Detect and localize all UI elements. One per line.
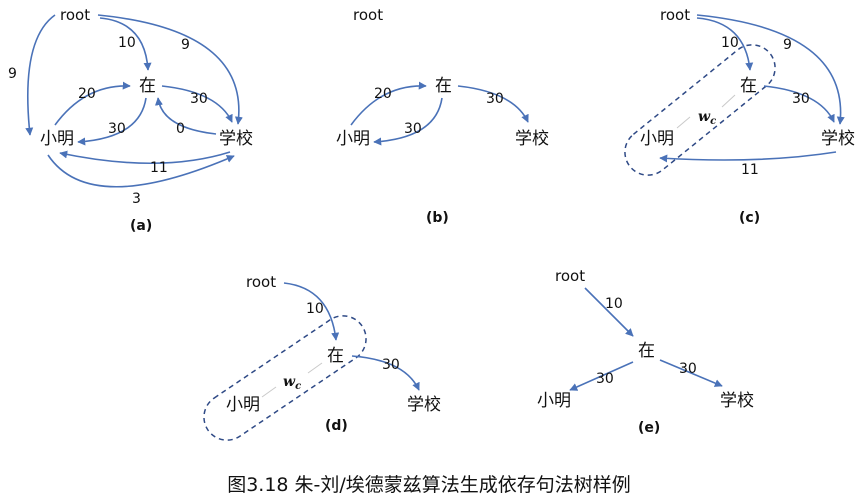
edge-root-zai (584, 287, 634, 337)
node-zai: 在 (638, 341, 655, 361)
node-xuexiao: 学校 (821, 129, 855, 149)
node-xiaoming: 小明 (640, 129, 674, 149)
panel-e: root 在 小明 学校 10 30 30 (e) (537, 267, 754, 436)
node-zai: 在 (139, 76, 156, 96)
panel-label-c: (c) (739, 210, 760, 226)
panel-label-b: (b) (426, 210, 449, 226)
panel-c: root 在 小明 学校 wc 10 9 30 11 (c) (624, 6, 855, 226)
edge-xiaoming-zai (54, 81, 131, 126)
weight-root-zai: 10 (118, 35, 136, 51)
weight-xuexiao-xiaoming: 11 (150, 160, 168, 176)
weight-xuexiao-wc: 11 (741, 162, 759, 178)
weight-root-xuexiao: 9 (783, 37, 792, 53)
edge-xiaoming-zai (350, 81, 427, 126)
weight-root-xuexiao: 9 (181, 37, 190, 53)
panel-b: root 在 小明 学校 20 30 30 (b) (336, 6, 549, 226)
node-xuexiao: 学校 (515, 129, 549, 149)
node-root: root (60, 6, 90, 24)
cycle-divider (261, 386, 277, 398)
weight-zai-xuexiao: 30 (382, 357, 400, 373)
node-xiaoming: 小明 (40, 129, 74, 149)
edge-root-xiaoming (25, 14, 56, 136)
figure-caption: 图3.18 朱-刘/埃德蒙兹算法生成依存句法树样例 (227, 474, 631, 496)
edge-zai-xuexiao (457, 85, 529, 123)
panel-label-a: (a) (130, 218, 152, 234)
weight-zai-xuexiao: 30 (792, 91, 810, 107)
edge-root-xuexiao (97, 14, 243, 125)
weight-zai-xuexiao: 30 (679, 361, 697, 377)
panel-label-d: (d) (325, 418, 348, 434)
node-xiaoming: 小明 (226, 395, 260, 415)
node-zai: 在 (740, 76, 757, 96)
weight-xiaoming-zai: 20 (374, 86, 392, 102)
node-zai: 在 (327, 346, 344, 366)
edge-zai-xuexiao (763, 85, 835, 123)
node-xuexiao: 学校 (720, 391, 754, 411)
node-root: root (660, 6, 690, 24)
contracted-node-wc (203, 315, 367, 441)
edge-xuexiao-zai (154, 97, 217, 135)
edge-xuexiao-wc (659, 151, 837, 163)
weight-zai-xiaoming: 30 (404, 121, 422, 137)
edge-root-zai (99, 17, 152, 71)
edge-zai-xuexiao (659, 359, 723, 387)
weight-zai-xuexiao: 30 (190, 91, 208, 107)
weight-root-zai: 10 (721, 35, 739, 51)
cycle-divider (307, 362, 323, 374)
edge-root-zai (696, 17, 754, 71)
node-zai: 在 (435, 76, 452, 96)
weight-root-zai: 10 (306, 301, 324, 317)
contracted-label: wc (283, 374, 301, 392)
edge-root-zai (283, 282, 340, 341)
weight-xuexiao-zai: 0 (176, 121, 185, 137)
panel-a: root 在 小明 学校 10 9 9 20 30 30 0 11 3 (a) (8, 6, 253, 234)
panel-d: root 在 小明 学校 wc 10 30 (d) (203, 273, 441, 441)
weight-xiaoming-zai: 20 (78, 86, 96, 102)
contracted-label: wc (698, 109, 716, 127)
node-root: root (353, 6, 383, 24)
edge-zai-xiaoming (77, 97, 147, 146)
node-xiaoming: 小明 (336, 129, 370, 149)
weight-root-xiaoming: 9 (8, 66, 17, 82)
panel-label-e: (e) (638, 420, 660, 436)
weight-zai-xiaoming: 30 (596, 371, 614, 387)
node-xuexiao: 学校 (407, 395, 441, 415)
node-root: root (246, 273, 276, 291)
edge-xuexiao-xiaoming (59, 150, 231, 165)
node-xuexiao: 学校 (219, 129, 253, 149)
edge-zai-xiaoming (373, 97, 443, 146)
weight-zai-xiaoming: 30 (108, 121, 126, 137)
weight-xiaoming-xuexiao: 3 (132, 191, 141, 207)
contracted-node-wc (624, 44, 776, 176)
edge-root-xuexiao (696, 14, 845, 125)
cycle-divider (676, 116, 691, 129)
weight-zai-xuexiao: 30 (486, 91, 504, 107)
weight-root-zai: 10 (605, 296, 623, 312)
node-root: root (555, 267, 585, 285)
edge-zai-xuexiao (351, 355, 420, 391)
node-xiaoming: 小明 (537, 391, 571, 411)
edge-xiaoming-xuexiao (47, 154, 235, 188)
edge-zai-xiaoming (569, 361, 634, 391)
cycle-divider (721, 94, 736, 108)
edge-zai-xuexiao (161, 85, 233, 123)
